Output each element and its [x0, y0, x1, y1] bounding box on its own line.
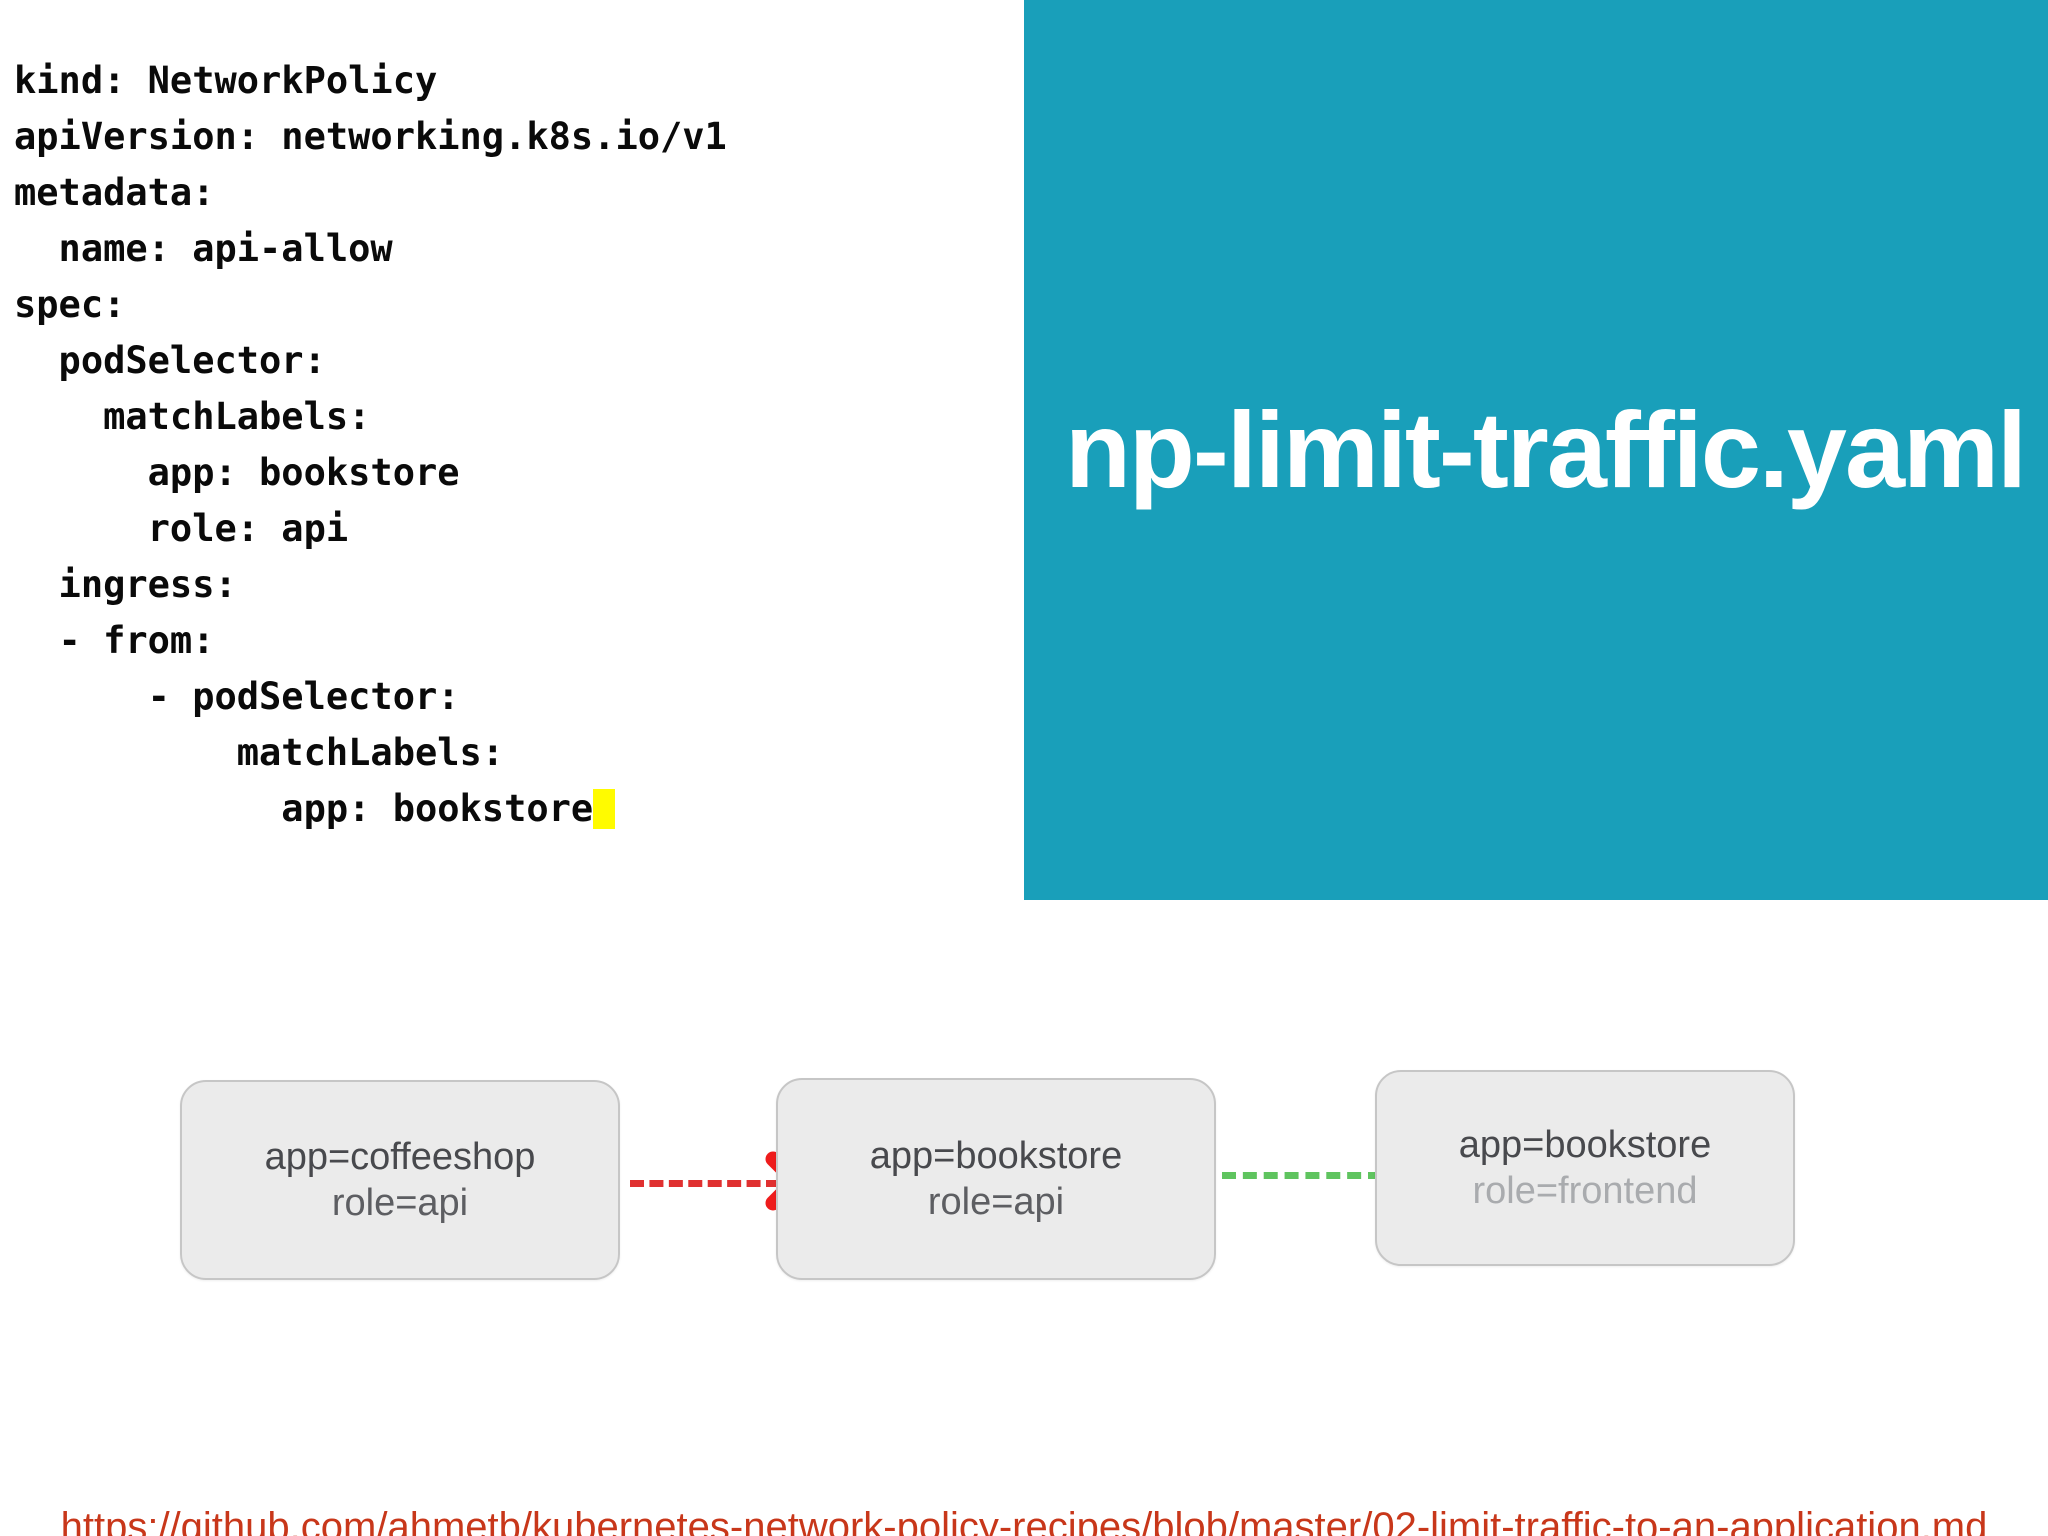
node-label-role: role=api [927, 1181, 1065, 1223]
code-line: app: bookstore [14, 451, 460, 494]
code-line: - podSelector: [14, 675, 460, 718]
node-label-app: app=bookstore [1458, 1123, 1712, 1166]
source-url-link[interactable]: https://github.com/ahmetb/kubernetes-net… [60, 1505, 1988, 1536]
diagram-node-coffeeshop: app=coffeeshop role=api [180, 1080, 620, 1280]
code-line: matchLabels: [14, 395, 371, 438]
code-line: podSelector: [14, 339, 326, 382]
title-panel: np-limit-traffic.yaml [1024, 0, 2048, 900]
page-title: np-limit-traffic.yaml [1064, 389, 2027, 511]
code-line: app: bookstore [14, 781, 1004, 837]
code-line: name: api-allow [14, 227, 393, 270]
diagram-node-bookstore-frontend: app=bookstore role=frontend [1375, 1070, 1795, 1266]
code-line: kind: NetworkPolicy [14, 59, 438, 102]
connector-blocked-dashed-line [630, 1180, 780, 1187]
code-line: ingress: [14, 563, 237, 606]
code-line: spec: [14, 283, 126, 326]
text-cursor-highlight [593, 789, 616, 829]
network-policy-diagram: app=coffeeshop role=api app=bookstore ro… [180, 1040, 1900, 1360]
node-label-role: role=frontend [1472, 1170, 1698, 1212]
code-line: metadata: [14, 171, 215, 214]
node-label-app: app=coffeeshop [264, 1135, 536, 1178]
code-line: - from: [14, 619, 215, 662]
code-line: apiVersion: networking.k8s.io/v1 [14, 115, 727, 158]
node-label-app: app=bookstore [869, 1134, 1123, 1177]
yaml-code-block: kind: NetworkPolicy apiVersion: networkin… [14, 53, 1004, 837]
diagram-node-bookstore-api: app=bookstore role=api [776, 1078, 1216, 1280]
code-line: matchLabels: [14, 731, 505, 774]
node-label-role: role=api [331, 1182, 469, 1224]
code-line: role: api [14, 507, 349, 550]
connector-allowed-dashed-line [1222, 1172, 1382, 1179]
